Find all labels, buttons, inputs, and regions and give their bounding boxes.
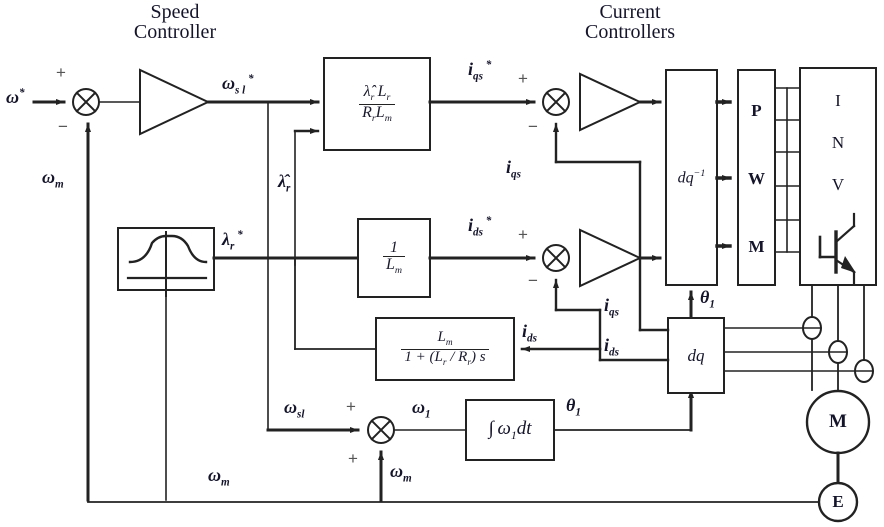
signal-flux-reference: λr * [222,229,243,253]
flux-to-current-block-outline [357,218,431,298]
wires-pwm-to-inverter [774,87,801,253]
wires-sensed-currents-to-dq [723,327,856,372]
pwm-letter-m: M [748,237,765,256]
wire-slip-speed-ref [206,98,320,431]
flux-estimator-denominator: 1 + (Lr / Rr) s [401,348,489,368]
slip-gain-denominator: RrLm [359,103,395,124]
igbt-symbol [818,212,856,286]
flux-estimator-numerator: Lm [437,329,453,349]
signal-iqs-from-dq: iqs [604,295,619,319]
signal-iqs-feedback: iqs [506,157,521,181]
signal-speed-feedback-left: ωm [42,167,64,191]
frequency-summing-junction [367,416,395,444]
current-sensor-phase-b [828,340,848,364]
speed-controller-title: Speed Controller [133,1,217,43]
signal-sync-speed: ω1 [412,397,431,421]
pwm-letter-w: W [748,169,765,188]
motor-label: M [829,411,847,432]
flux-to-current-expression: 1 Lm [358,219,430,297]
speed-controller-gain [139,68,211,136]
wire-flux-est-to-slipgain [293,127,320,266]
signal-ids-reference: ids * [468,215,492,239]
wire-dqinv-to-pwm [715,98,732,250]
dq-inverse-label: dq−1 [677,167,706,187]
flux-to-current-denominator: Lm [382,255,406,276]
pwm-letter-p: P [751,101,762,120]
iqs-sum-minus-sign: − [528,117,538,136]
flux-estimator-expression: Lm 1 + (Lr / Rr) s [376,318,514,380]
signal-theta-integrator: θ1 [566,395,581,419]
dq-block-outline [667,317,725,394]
inverter-letter-i: I [835,91,841,110]
wire-iqs-feedback [552,122,642,332]
signal-speed-feedback-bottom: ωm [208,465,230,489]
iqs-summing-junction [542,88,570,116]
ids-sum-plus-sign: + [518,225,528,244]
speed-sum-minus-sign: − [58,117,68,136]
ids-controller-gain [579,228,643,288]
signal-ids-to-estimator: ids [522,321,537,345]
ids-sum-minus-sign: − [528,271,538,290]
pwm-block-outline [737,69,776,286]
inverter-block-outline [799,67,877,286]
signal-speed-reference: ω* [6,87,25,107]
signal-slip-speed-ref: ωs l * [222,73,254,97]
signal-slip-speed: ωsl [284,397,305,421]
current-sensor-phase-c [854,359,874,383]
speed-summing-junction [72,88,100,116]
slip-gain-numerator: λ̂r Lr [363,83,391,104]
encoder-label: E [832,492,844,511]
speed-sum-plus-sign: + [56,63,66,82]
iqs-controller-gain [579,72,643,132]
dq-label: dq [687,346,705,365]
ids-summing-junction [542,244,570,272]
freq-sum-plus-bottom: + [348,449,358,468]
iqs-sum-plus-sign: + [518,69,528,88]
signal-ids-from-dq: ids [604,335,619,359]
flux-profile-icon [126,231,208,297]
wire-estimator-out [294,257,377,350]
wire-theta [553,388,695,432]
freq-sum-plus-top: + [346,397,356,416]
inverter-letter-n: N [831,133,845,152]
flux-to-current-numerator: 1 [390,238,398,256]
integrator-expression: ∫ ω1dt [488,417,532,442]
signal-flux-estimate: λ̂r [278,171,291,195]
wire-ids-feedback [552,278,602,362]
inverter-letter-v: V [831,175,845,194]
current-sensor-phase-a [802,316,822,340]
current-controllers-title: Current Controllers [585,1,675,43]
signal-speed-feedback-sum: ωm [390,461,412,485]
dq-inverse-block-outline [665,69,718,286]
signal-iqs-reference: iqs * [468,59,492,83]
slip-gain-expression: λ̂r Lr RrLm [324,58,430,150]
signal-theta-dq: θ1 [700,287,715,311]
